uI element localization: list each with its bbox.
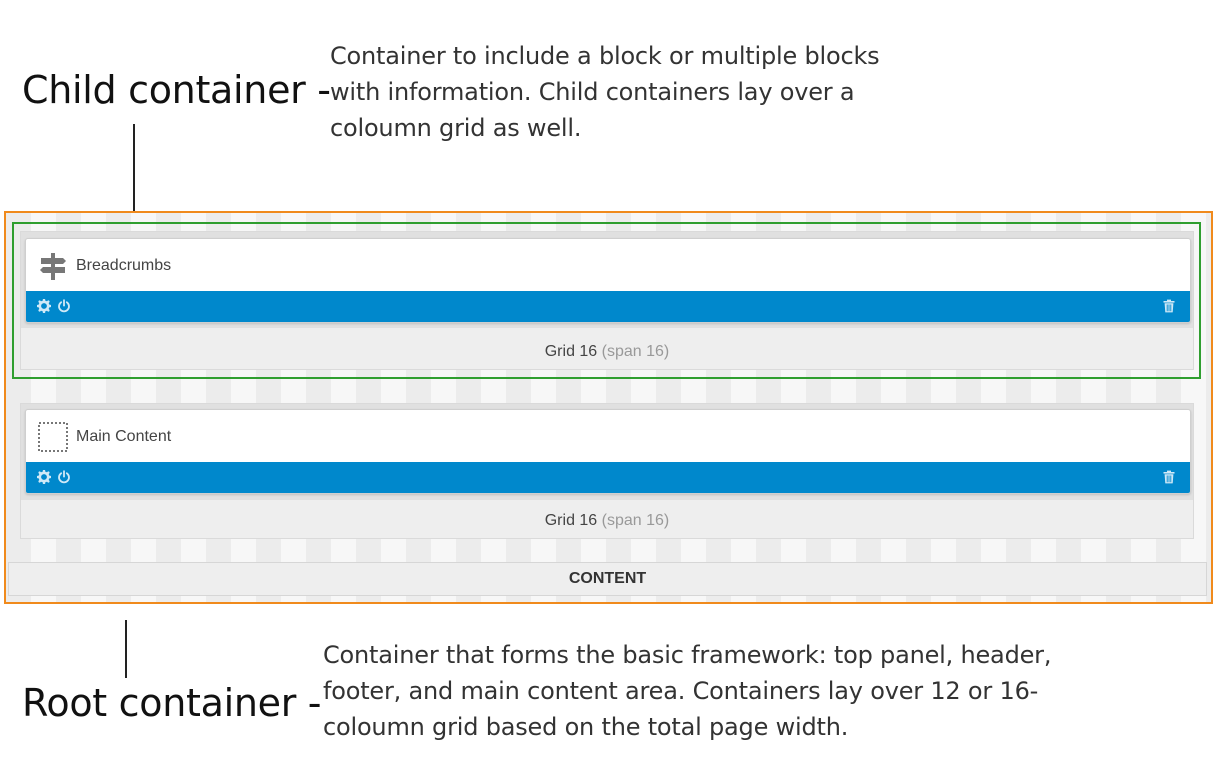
root-pointer-line [125, 620, 127, 678]
grid-span: (span 16) [601, 343, 670, 360]
child-description-line: coloumn grid as well. [330, 114, 582, 142]
trash-icon[interactable] [1162, 299, 1176, 313]
signpost-icon [37, 250, 69, 282]
grid-name: Grid 16 [544, 343, 598, 360]
block-toolbar [26, 462, 1190, 493]
block-title: Breadcrumbs [76, 257, 172, 274]
child-container-frame [12, 222, 1201, 379]
dotted-square-icon [37, 421, 69, 453]
block-title: Main Content [76, 428, 172, 445]
gear-icon[interactable] [36, 298, 52, 314]
grid-name: Grid 16 [544, 512, 598, 529]
power-icon[interactable] [57, 470, 71, 484]
grid-size-label: Grid 16 (span 16) [21, 335, 1193, 369]
power-icon[interactable] [57, 299, 71, 313]
root-description-line: coloumn grid based on the total page wid… [323, 713, 849, 741]
root-container-description: Container that forms the basic framework… [323, 637, 1051, 745]
child-container-label: Child container - [22, 68, 331, 112]
block-header: Breadcrumbs [26, 239, 1190, 291]
gear-icon[interactable] [36, 469, 52, 485]
root-container-label: Root container - [22, 681, 322, 725]
child-pointer-line [133, 124, 135, 219]
trash-icon[interactable] [1162, 470, 1176, 484]
grid-span: (span 16) [601, 512, 670, 529]
child-description-line: Container to include a block or multiple… [330, 42, 880, 70]
block-toolbar [26, 291, 1190, 322]
child-container-description: Container to include a block or multiple… [330, 38, 880, 146]
root-description-line: footer, and main content area. Container… [323, 677, 1039, 705]
root-description-line: Container that forms the basic framework… [323, 641, 1052, 669]
child-description-line: with information. Child containers lay o… [330, 78, 855, 106]
grid-row-breadcrumbs: Breadcrumbs [20, 231, 1194, 370]
block-header: Main Content [26, 410, 1190, 462]
grid-row-main-content: Main Content [20, 403, 1194, 539]
grid-size-label: Grid 16 (span 16) [21, 504, 1193, 538]
breadcrumbs-block[interactable]: Breadcrumbs [25, 238, 1191, 323]
content-section-bar[interactable]: CONTENT [8, 562, 1207, 596]
main-content-block[interactable]: Main Content [25, 409, 1191, 494]
